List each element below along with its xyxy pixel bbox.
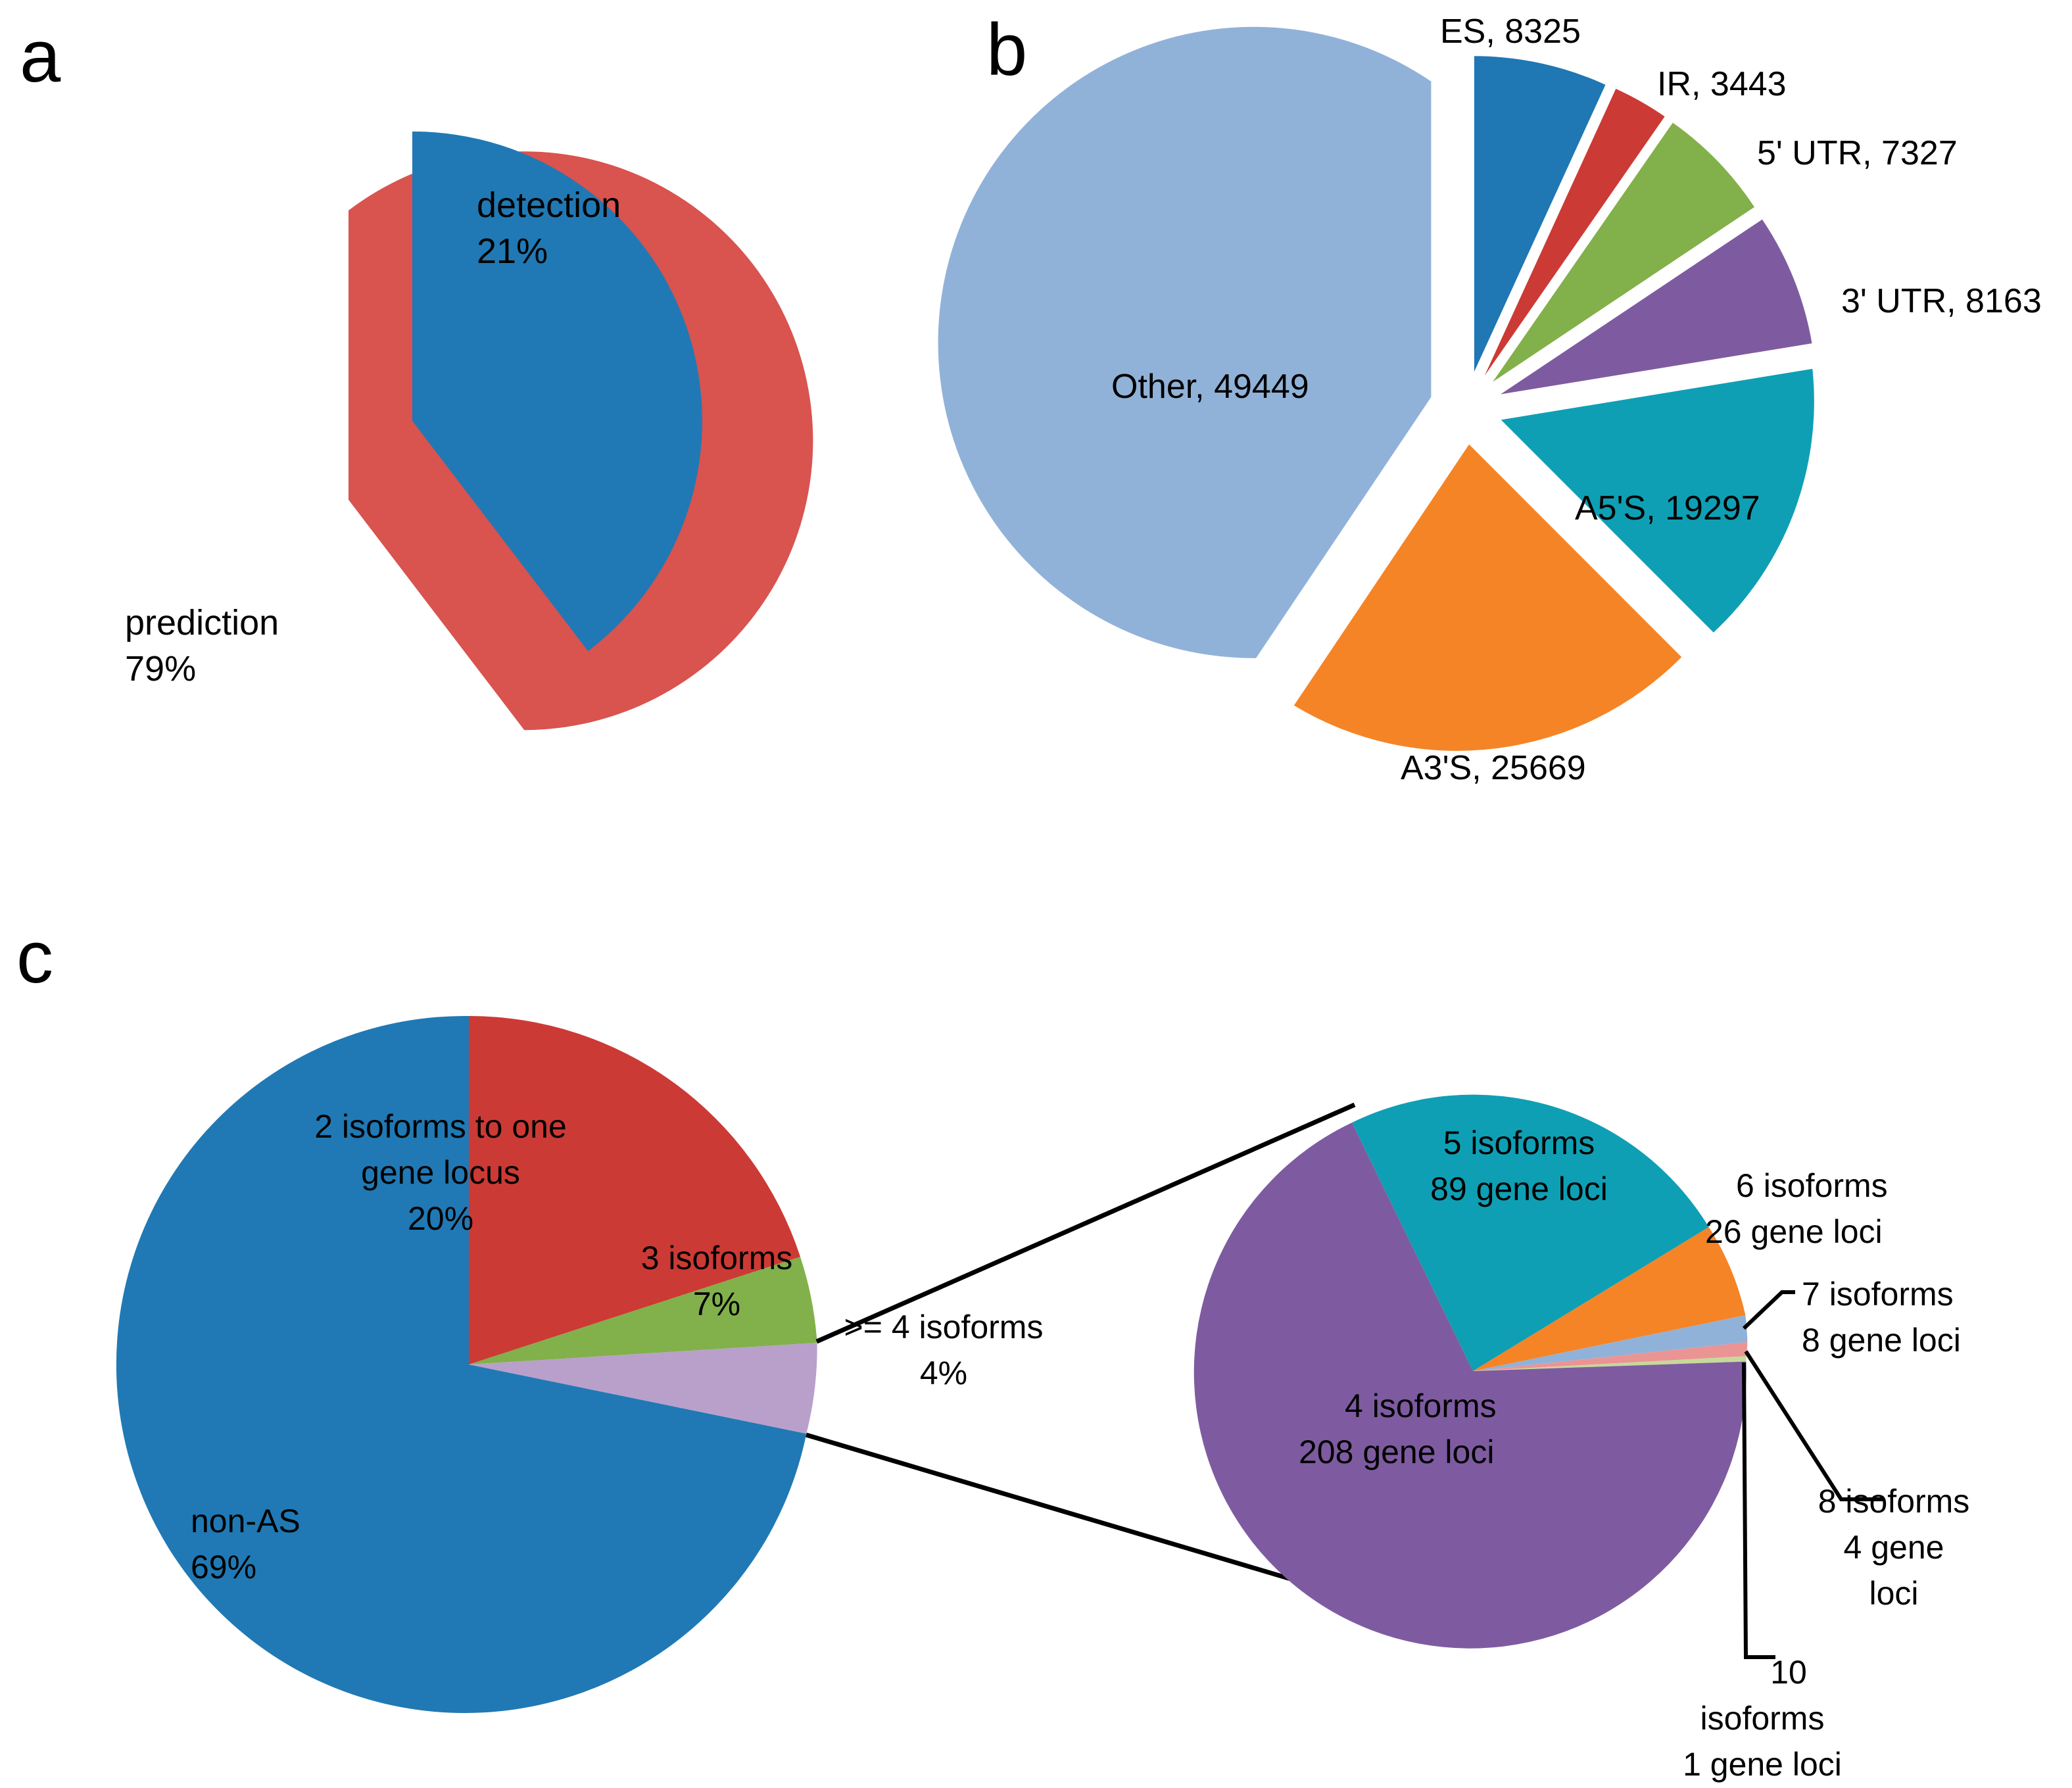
pie-b-label-5UTR: 5' UTR, 7327 — [1757, 134, 1958, 172]
panel-b-labels: ES, 8325 IR, 3443 5' UTR, 7327 3' UTR, 8… — [1111, 12, 2042, 787]
pie-b-slice-A3S[interactable] — [1293, 444, 1682, 751]
pie-c-right-label-8-isoforms-line3: loci — [1869, 1575, 1918, 1612]
pie-a-label-detection-pct: 21% — [477, 231, 548, 271]
pie-c-right-slice-7-isoforms[interactable] — [1473, 1315, 1748, 1371]
callout-leader-lines — [806, 1102, 1356, 1601]
pie-c-right-label-10-isoforms-line1: 10 — [1770, 1654, 1807, 1691]
pie-c-right-label-7-isoforms-line2: 8 gene loci — [1802, 1322, 1961, 1359]
pie-b-label-A5S: A5'S, 19297 — [1575, 489, 1760, 527]
pie-c-left-slice-3-isoforms[interactable] — [469, 1257, 817, 1365]
pie-b-slice-IR[interactable] — [1484, 89, 1665, 376]
pie-b-slice-ES[interactable] — [1474, 56, 1606, 372]
panel-a-pie — [349, 131, 813, 731]
pie-c-left-label-3-isoforms-pct: 7% — [693, 1286, 740, 1322]
pie-b-label-3UTR: 3' UTR, 8163 — [1841, 282, 2042, 320]
pie-b-label-ES: ES, 8325 — [1440, 12, 1581, 51]
pie-c-left-label-non-AS-pct: 69% — [191, 1549, 256, 1585]
pie-c-right-label-5-isoforms-line2: 89 gene loci — [1430, 1171, 1608, 1207]
pie-c-left-slice-2-isoforms[interactable] — [469, 1016, 800, 1365]
pie-a-slice-detection[interactable] — [412, 131, 702, 652]
pie-c-right-label-8-isoforms-line2: 4 gene — [1844, 1529, 1944, 1566]
pie-c-right-label-4-isoforms-line2: 208 gene loci — [1299, 1434, 1494, 1470]
pie-c-right-label-6-isoforms-line1: 6 isoforms — [1736, 1167, 1888, 1204]
pie-c-left-label-3-isoforms-line1: 3 isoforms — [641, 1240, 793, 1276]
panel-letter-b: b — [986, 9, 1028, 91]
panel-c-left-pie — [116, 1015, 817, 1713]
panel-b-pie — [938, 26, 1814, 751]
pie-b-slice-Other[interactable] — [938, 26, 1432, 658]
pie-c-left-label-2-isoforms-line1: 2 isoforms to one — [314, 1108, 567, 1145]
pie-c-right-label-10-isoforms-line3: 1 gene loci — [1683, 1746, 1842, 1783]
pie-c-left-slice-non-AS[interactable] — [116, 1015, 807, 1713]
pie-a-label-detection-name: detection — [477, 185, 621, 225]
panel-a-labels: detection 21% prediction 79% — [125, 185, 621, 689]
panel-c-right-pie — [1193, 1094, 1748, 1649]
pie-c-left-slice-ge4-isoforms[interactable] — [469, 1343, 817, 1434]
pie-b-label-IR: IR, 3443 — [1657, 65, 1787, 103]
pie-c-right-slice-6-isoforms[interactable] — [1473, 1227, 1746, 1371]
pie-a-label-prediction-name: prediction — [125, 603, 279, 642]
small-slice-leaders — [1742, 1290, 1884, 1659]
pie-b-slice-A5S[interactable] — [1501, 368, 1814, 633]
pie-c-right-label-5-isoforms-line1: 5 isoforms — [1443, 1124, 1595, 1161]
pie-b-slice-3UTR[interactable] — [1500, 219, 1812, 395]
pie-b-label-A3S: A3'S, 25669 — [1401, 749, 1586, 787]
pie-a-label-prediction-pct: 79% — [125, 649, 196, 689]
pie-c-left-label-non-AS-line1: non-AS — [191, 1503, 301, 1539]
panel-letter-a: a — [20, 15, 61, 97]
pie-b-slice-5UTR[interactable] — [1493, 122, 1754, 382]
pie-c-right-label-6-isoforms-line2: 26 gene loci — [1705, 1213, 1883, 1250]
pie-c-left-label-2-isoforms-pct: 20% — [408, 1200, 473, 1237]
pie-c-right-label-10-isoforms-line2: isoforms — [1700, 1700, 1825, 1737]
pie-c-right-label-4-isoforms-line1: 4 isoforms — [1345, 1388, 1497, 1424]
pie-c-left-label-ge4-isoforms-pct: 4% — [920, 1355, 967, 1391]
panel-c-right-labels: 5 isoforms 89 gene loci 6 isoforms 26 ge… — [1299, 1124, 1969, 1783]
pie-c-right-label-7-isoforms-line1: 7 isoforms — [1802, 1276, 1954, 1313]
pie-b-label-Other: Other, 49449 — [1111, 368, 1309, 406]
pie-c-right-slice-4-isoforms[interactable] — [1193, 1123, 1747, 1649]
pie-c-right-slice-10-isoforms[interactable] — [1473, 1356, 1747, 1371]
pie-c-right-slice-8-isoforms[interactable] — [1473, 1342, 1748, 1371]
panel-letter-c: c — [16, 916, 53, 998]
pie-c-right-slice-5-isoforms[interactable] — [1352, 1094, 1709, 1371]
pie-c-left-label-2-isoforms-line2: gene locus — [361, 1154, 520, 1191]
